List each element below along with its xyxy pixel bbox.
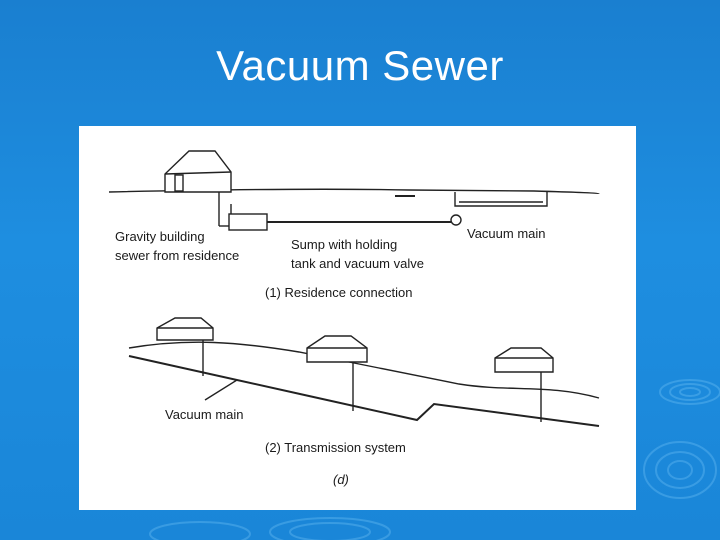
label-vacuum-main-top: Vacuum main: [467, 226, 546, 241]
label-gravity-line1: Gravity building: [115, 229, 205, 244]
caption-transmission-system: (2) Transmission system: [265, 440, 406, 455]
slide-title: Vacuum Sewer: [216, 42, 504, 89]
diagram-panel: Gravity building sewer from residence Su…: [79, 126, 636, 510]
vacuum-main-top: [450, 214, 462, 226]
ground-line-bottom: [128, 341, 600, 399]
figure-letter: (d): [333, 472, 349, 487]
label-gravity-line2: sewer from residence: [115, 248, 239, 263]
vacuum-sewer-diagram: Gravity building sewer from residence Su…: [108, 150, 600, 487]
sump-tank: [228, 213, 268, 231]
vacuum-main-line: [128, 355, 600, 427]
label-vacuum-main-bottom: Vacuum main: [165, 407, 244, 422]
label-sump-line2: tank and vacuum valve: [291, 256, 424, 271]
trench-top: [454, 192, 548, 207]
house-icon-2: [306, 335, 368, 411]
house-icon-1: [156, 317, 214, 376]
label-sump-line1: Sump with holding: [291, 237, 397, 252]
house-icon-top: [164, 150, 232, 193]
caption-residence-connection: (1) Residence connection: [265, 285, 412, 300]
house-icon-3: [494, 347, 554, 422]
